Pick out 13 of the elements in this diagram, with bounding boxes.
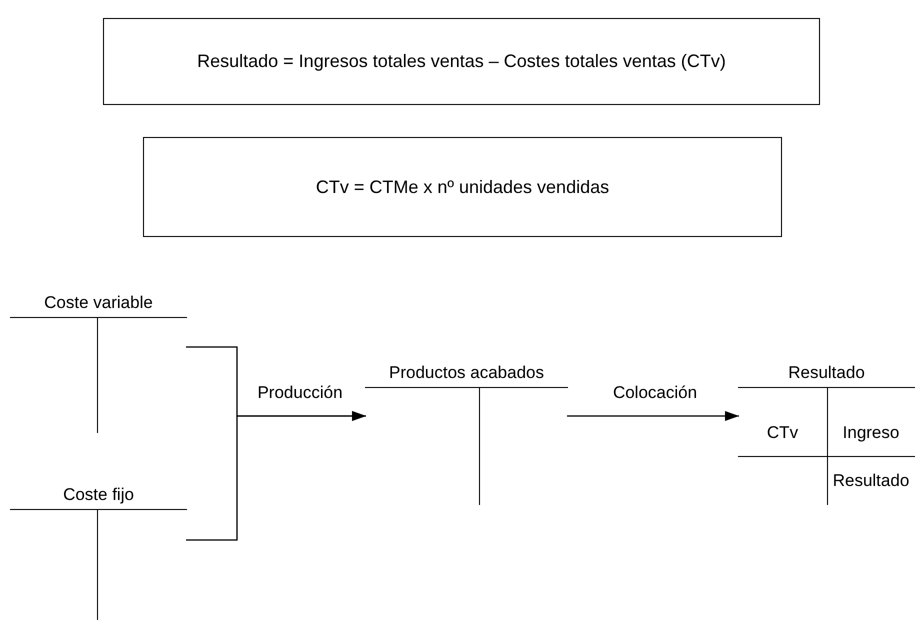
account-title: Coste fijo bbox=[10, 484, 187, 510]
account-title: Productos acabados bbox=[365, 362, 568, 388]
account-entry: CTv bbox=[766, 422, 800, 444]
formula-text: CTv = CTMe x nº unidades vendidas bbox=[316, 176, 610, 198]
arrow bbox=[186, 411, 366, 541]
account-title: Coste variable bbox=[10, 292, 187, 318]
formula-text: Resultado = Ingresos totales ventas – Costes totales ventas (CTv) bbox=[197, 50, 726, 73]
arrow bbox=[567, 411, 739, 421]
account-entry: Ingreso bbox=[842, 422, 900, 444]
account-entry: Resultado bbox=[832, 470, 910, 492]
account-title: Resultado bbox=[738, 362, 915, 388]
formula-box bbox=[103, 18, 820, 105]
formula-box bbox=[143, 137, 782, 237]
